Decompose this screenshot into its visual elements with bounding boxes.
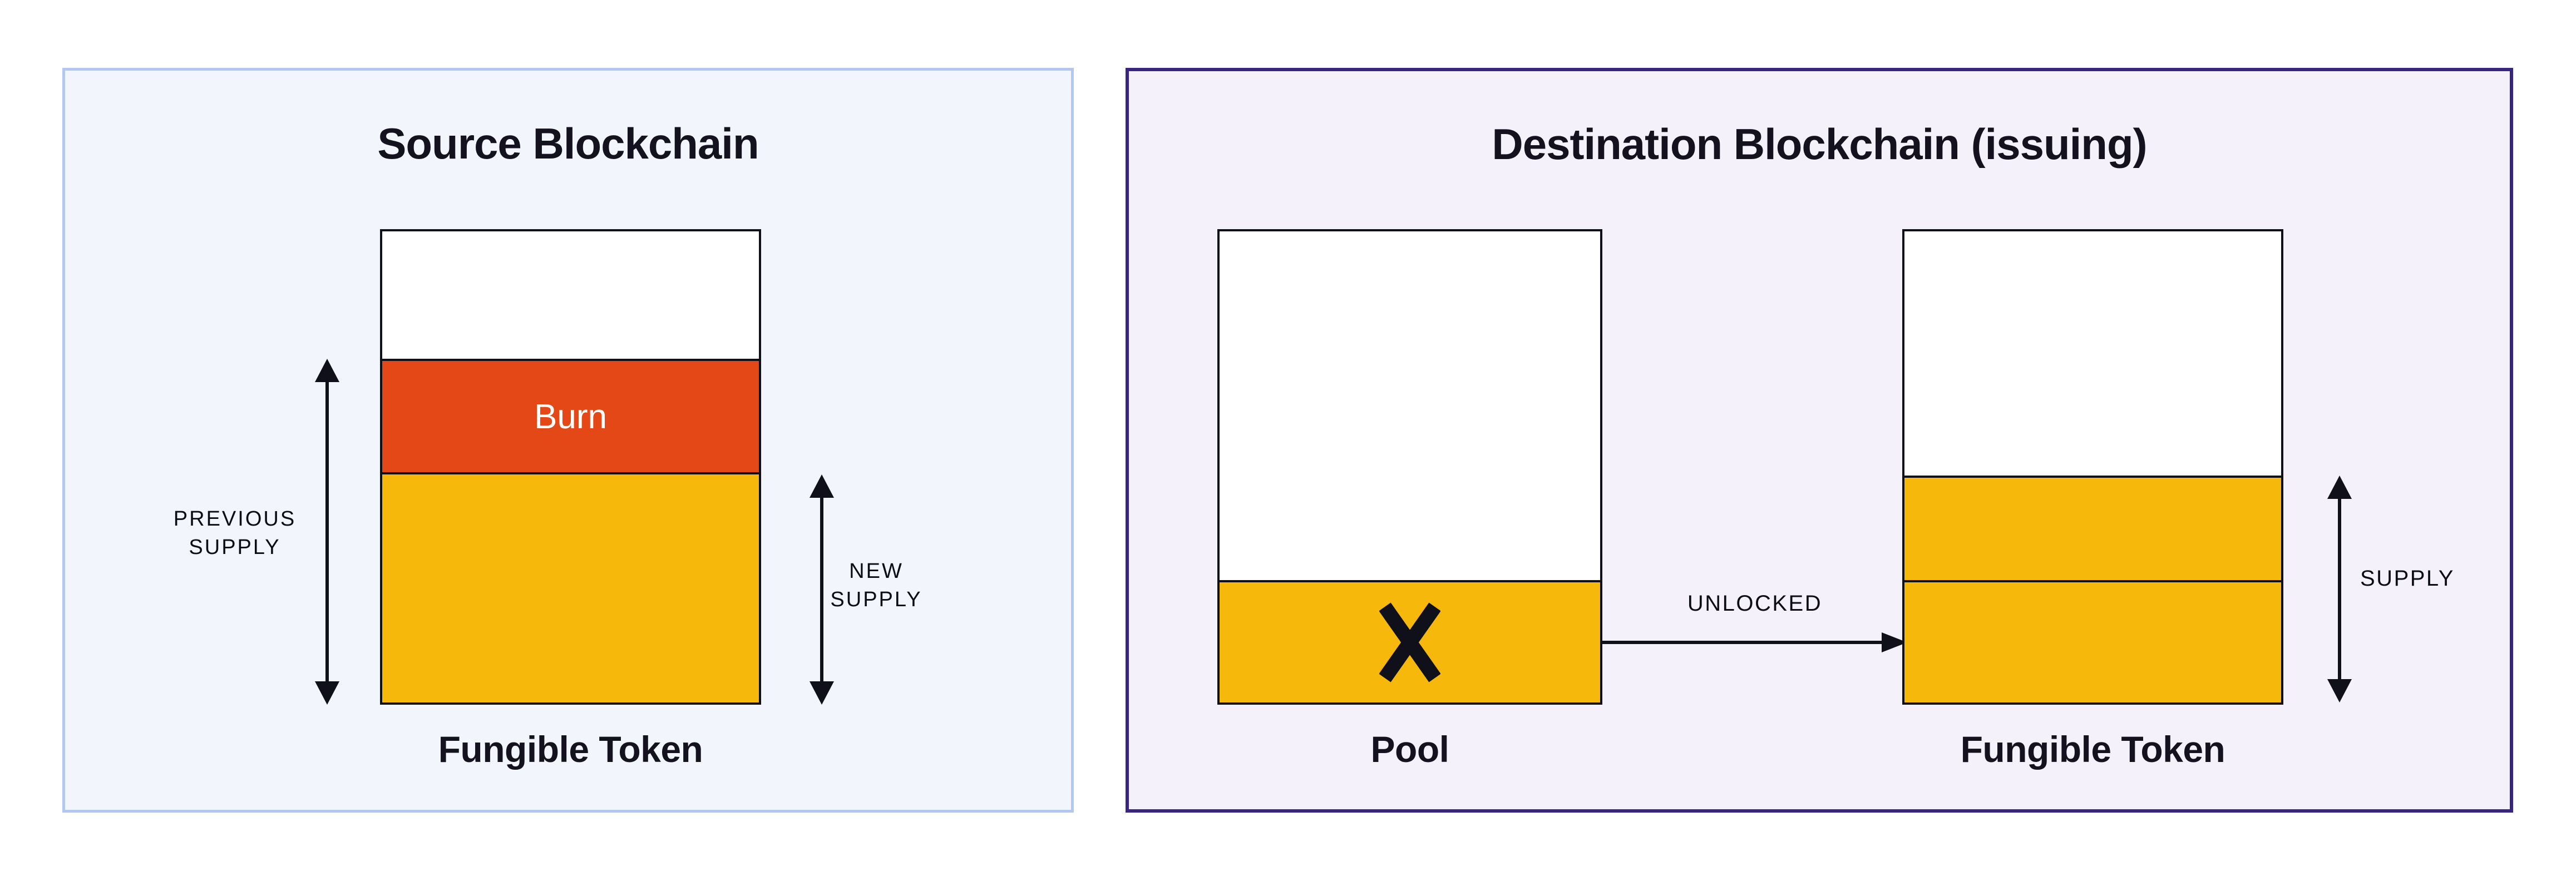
pool-caption: Pool	[1370, 729, 1450, 770]
previous-supply-label: PREVIOUS SUPPLY	[173, 507, 297, 560]
unlocked-arrow	[1602, 632, 1907, 652]
burn-label: Burn	[534, 397, 607, 436]
destination-token-bar	[1902, 229, 2283, 705]
destination-bar-minted-section	[1904, 476, 2281, 580]
supply-arrow	[2327, 476, 2352, 702]
x-mark-icon	[1379, 602, 1440, 682]
destination-panel-title: Destination Blockchain (issuing)	[1492, 120, 2147, 169]
destination-bar-unlocked-section	[1904, 580, 2281, 702]
source-bar-empty-section	[382, 231, 759, 359]
source-panel-title: Source Blockchain	[377, 119, 759, 168]
destination-token-caption: Fungible Token	[1960, 729, 2225, 770]
destination-panel: Destination Blockchain (issuing) Pool	[1126, 68, 2513, 813]
previous-supply-arrow	[315, 359, 339, 705]
supply-label: SUPPLY	[2360, 566, 2455, 591]
pool-empty-section	[1220, 231, 1600, 580]
source-bar-new-supply-section	[382, 474, 759, 702]
pool-locked-section	[1220, 580, 1600, 702]
destination-bar-empty-section	[1904, 231, 2281, 476]
new-supply-arrow	[810, 474, 834, 705]
source-token-caption: Fungible Token	[438, 729, 703, 770]
source-bar-burn-section: Burn	[382, 359, 759, 474]
source-panel: Source Blockchain Burn PREVIOUS SUPPLY	[62, 68, 1074, 813]
source-token-bar: Burn	[380, 229, 761, 705]
new-supply-label: NEW SUPPLY	[830, 560, 922, 612]
unlocked-label: UNLOCKED	[1687, 591, 1823, 616]
pool-bar	[1217, 229, 1602, 705]
